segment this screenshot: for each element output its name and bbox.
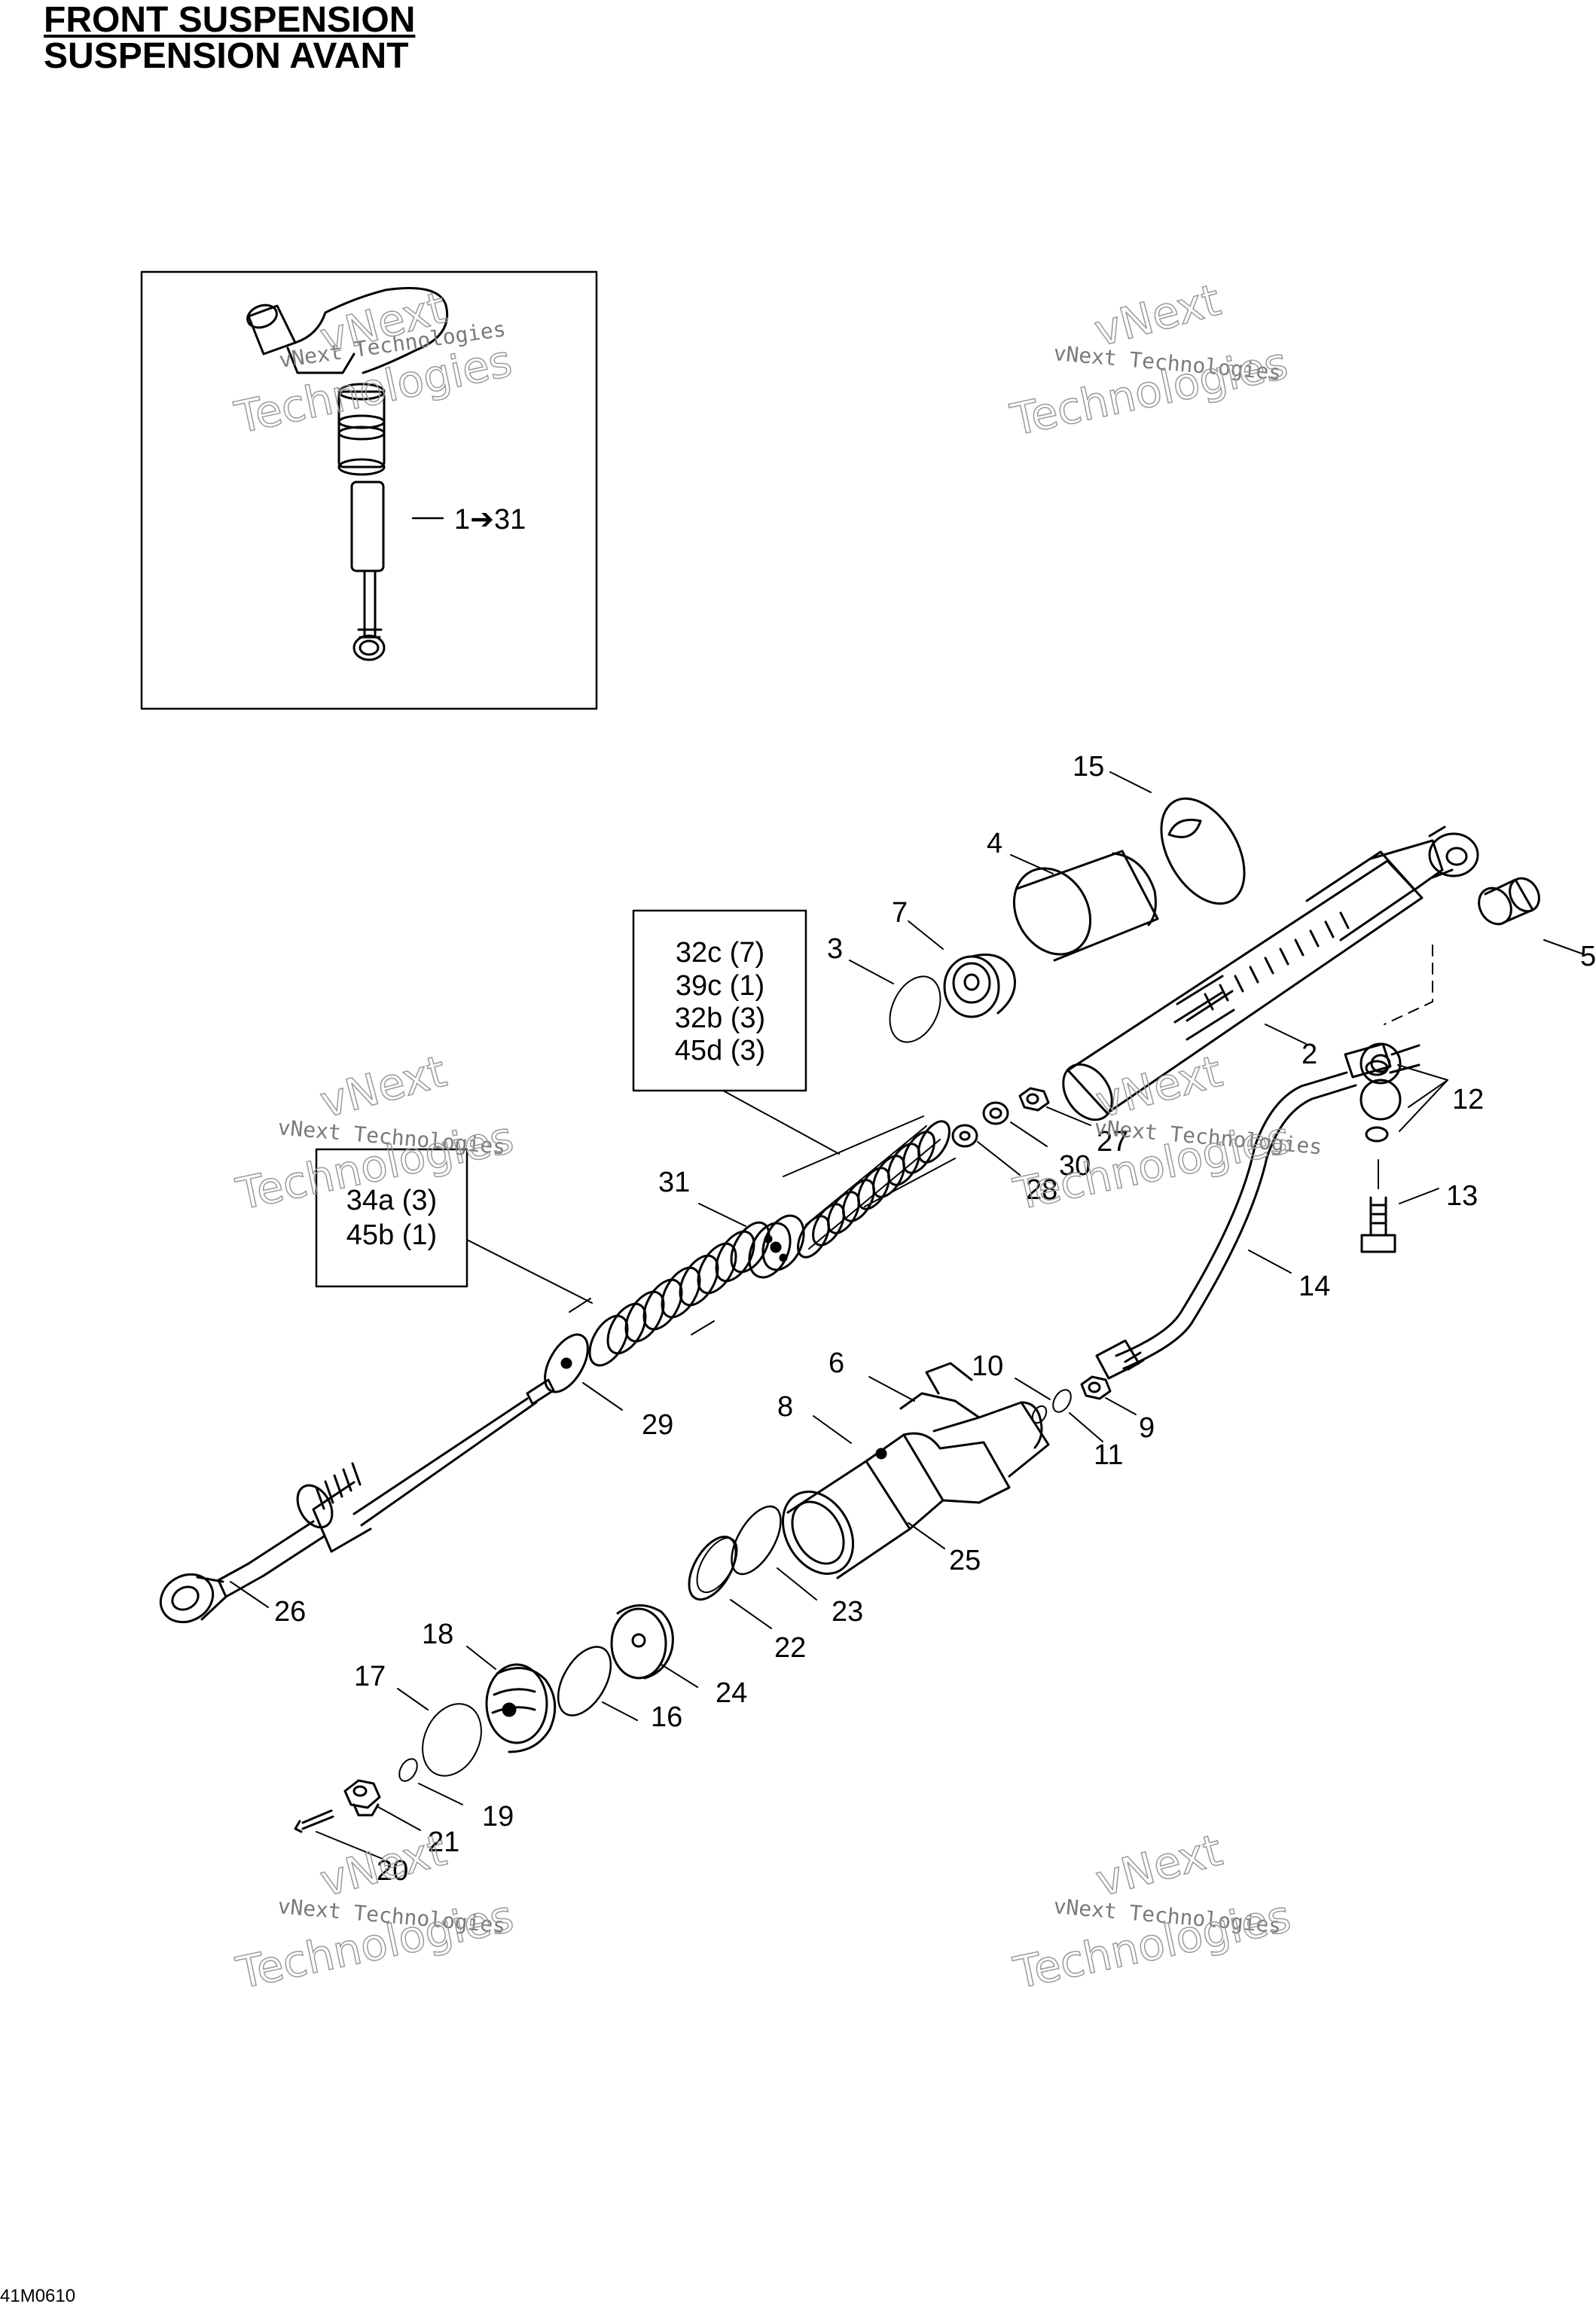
part-5-bushing [1478, 877, 1540, 926]
callout: 9 [1139, 1412, 1155, 1444]
part-23-oring [731, 1505, 782, 1576]
callout: 7 [892, 897, 908, 929]
inset-shock-assembly [246, 287, 449, 661]
part-19-oring [398, 1758, 418, 1782]
kit-box-lower [315, 1148, 468, 1288]
callout: 18 [422, 1619, 453, 1650]
parts-27-28-30-hardware [951, 1087, 1050, 1148]
part-31-piston [748, 1214, 805, 1279]
inset-frame [140, 270, 598, 710]
watermark-top-right: vNext Technologies Technologies vNext [1006, 273, 1292, 446]
watermark-text: vNext [1089, 274, 1225, 357]
kit-box-lower-leader [466, 1239, 593, 1304]
part-18-cap [485, 1663, 557, 1753]
part-25-reservoir [781, 1362, 1050, 1579]
kit-line: 32c (7) [676, 937, 764, 969]
part-24-piston [610, 1604, 674, 1680]
watermark-bottom-right: vNext Technologies Technologies vNext [1009, 1823, 1295, 1999]
part-16-oring [557, 1646, 612, 1716]
callout: 11 [1094, 1439, 1123, 1471]
callout: 29 [642, 1409, 673, 1441]
part-22-snap-ring [688, 1535, 738, 1601]
parts-9-10-11 [1031, 1375, 1112, 1424]
watermark-mid-right: vNext Technologies Technologies vNext [1009, 1045, 1323, 1220]
callout: 5 [1580, 941, 1596, 972]
part-26-shaft [159, 1378, 555, 1624]
part-3-oring [889, 975, 941, 1043]
callout: 16 [651, 1701, 682, 1733]
part-7-cap [943, 954, 1016, 1018]
callout: 6 [829, 1347, 844, 1379]
guide-dash-2 [1384, 944, 1433, 1025]
part-12-washers [1359, 1060, 1402, 1143]
callout-numbers: 15 4 7 3 5 2 12 27 30 28 13 31 14 29 6 1… [274, 751, 1596, 1887]
kit-line: 45b (1) [346, 1219, 437, 1251]
part-29-washer [544, 1333, 589, 1393]
bracket-upper [783, 1115, 956, 1207]
part-20-screw [294, 1809, 334, 1833]
callout: 23 [832, 1596, 863, 1628]
title-english: FRONT SUSPENSION [44, 0, 416, 40]
part-4-sleeve [1012, 850, 1159, 962]
callout: 28 [1026, 1174, 1057, 1206]
callout: 2 [1302, 1039, 1317, 1070]
inset-label: 1➔31 [454, 504, 526, 536]
callout: 30 [1059, 1150, 1091, 1182]
kit-line: 34a (3) [346, 1185, 437, 1216]
kit-box-upper-leader [722, 1090, 840, 1155]
part-17-disc [422, 1703, 482, 1777]
callout: 4 [987, 828, 1002, 859]
callout: 19 [482, 1801, 514, 1832]
kit-line: 39c (1) [676, 970, 764, 1002]
watermark-text: vNext [1091, 1045, 1227, 1128]
kit-line: 32b (3) [675, 1002, 765, 1034]
part-2-shock-body [1062, 825, 1479, 1121]
callout: 15 [1073, 751, 1104, 783]
callout: 10 [972, 1350, 1003, 1382]
kit-box-lower-text: 34a (3) 45b (1) [346, 1185, 437, 1251]
kit-box-upper-text: 32c (7) 39c (1) 32b (3) 45d (3) [675, 937, 765, 1067]
watermark-text: vNext [1091, 1824, 1227, 1907]
callout: 22 [774, 1632, 806, 1664]
callout-leaders [230, 771, 1582, 1860]
part-13-bolt [1360, 1159, 1396, 1253]
watermark-text: vNext [315, 1045, 451, 1128]
kit-box-upper [632, 909, 807, 1092]
callout: 8 [777, 1391, 793, 1423]
part-15-plate [1160, 797, 1246, 905]
callout: 17 [354, 1661, 386, 1692]
part-14-hose [1095, 1042, 1421, 1380]
callout: 25 [949, 1545, 981, 1576]
spring-stack-upper [797, 1120, 951, 1259]
callout: 27 [1097, 1126, 1128, 1158]
spring-stack-lower [588, 1221, 771, 1367]
callout: 31 [658, 1167, 690, 1198]
kit-line: 45d (3) [675, 1035, 765, 1067]
part-21-fitting [343, 1779, 381, 1817]
title-french: SUSPENSION AVANT [44, 36, 409, 76]
callout: 14 [1298, 1271, 1330, 1302]
watermark-text: vNext [315, 1824, 451, 1907]
callout: 13 [1446, 1180, 1478, 1212]
callout: 20 [377, 1855, 408, 1887]
watermark-bottom-left: vNext Technologies Technologies vNext [231, 1823, 518, 1999]
callout: 12 [1452, 1084, 1484, 1115]
drawing-code: 41M0610 [0, 2286, 76, 2306]
callout: 21 [428, 1826, 459, 1858]
callout: 3 [827, 933, 843, 965]
callout: 24 [716, 1677, 747, 1709]
callout: 26 [274, 1596, 306, 1628]
